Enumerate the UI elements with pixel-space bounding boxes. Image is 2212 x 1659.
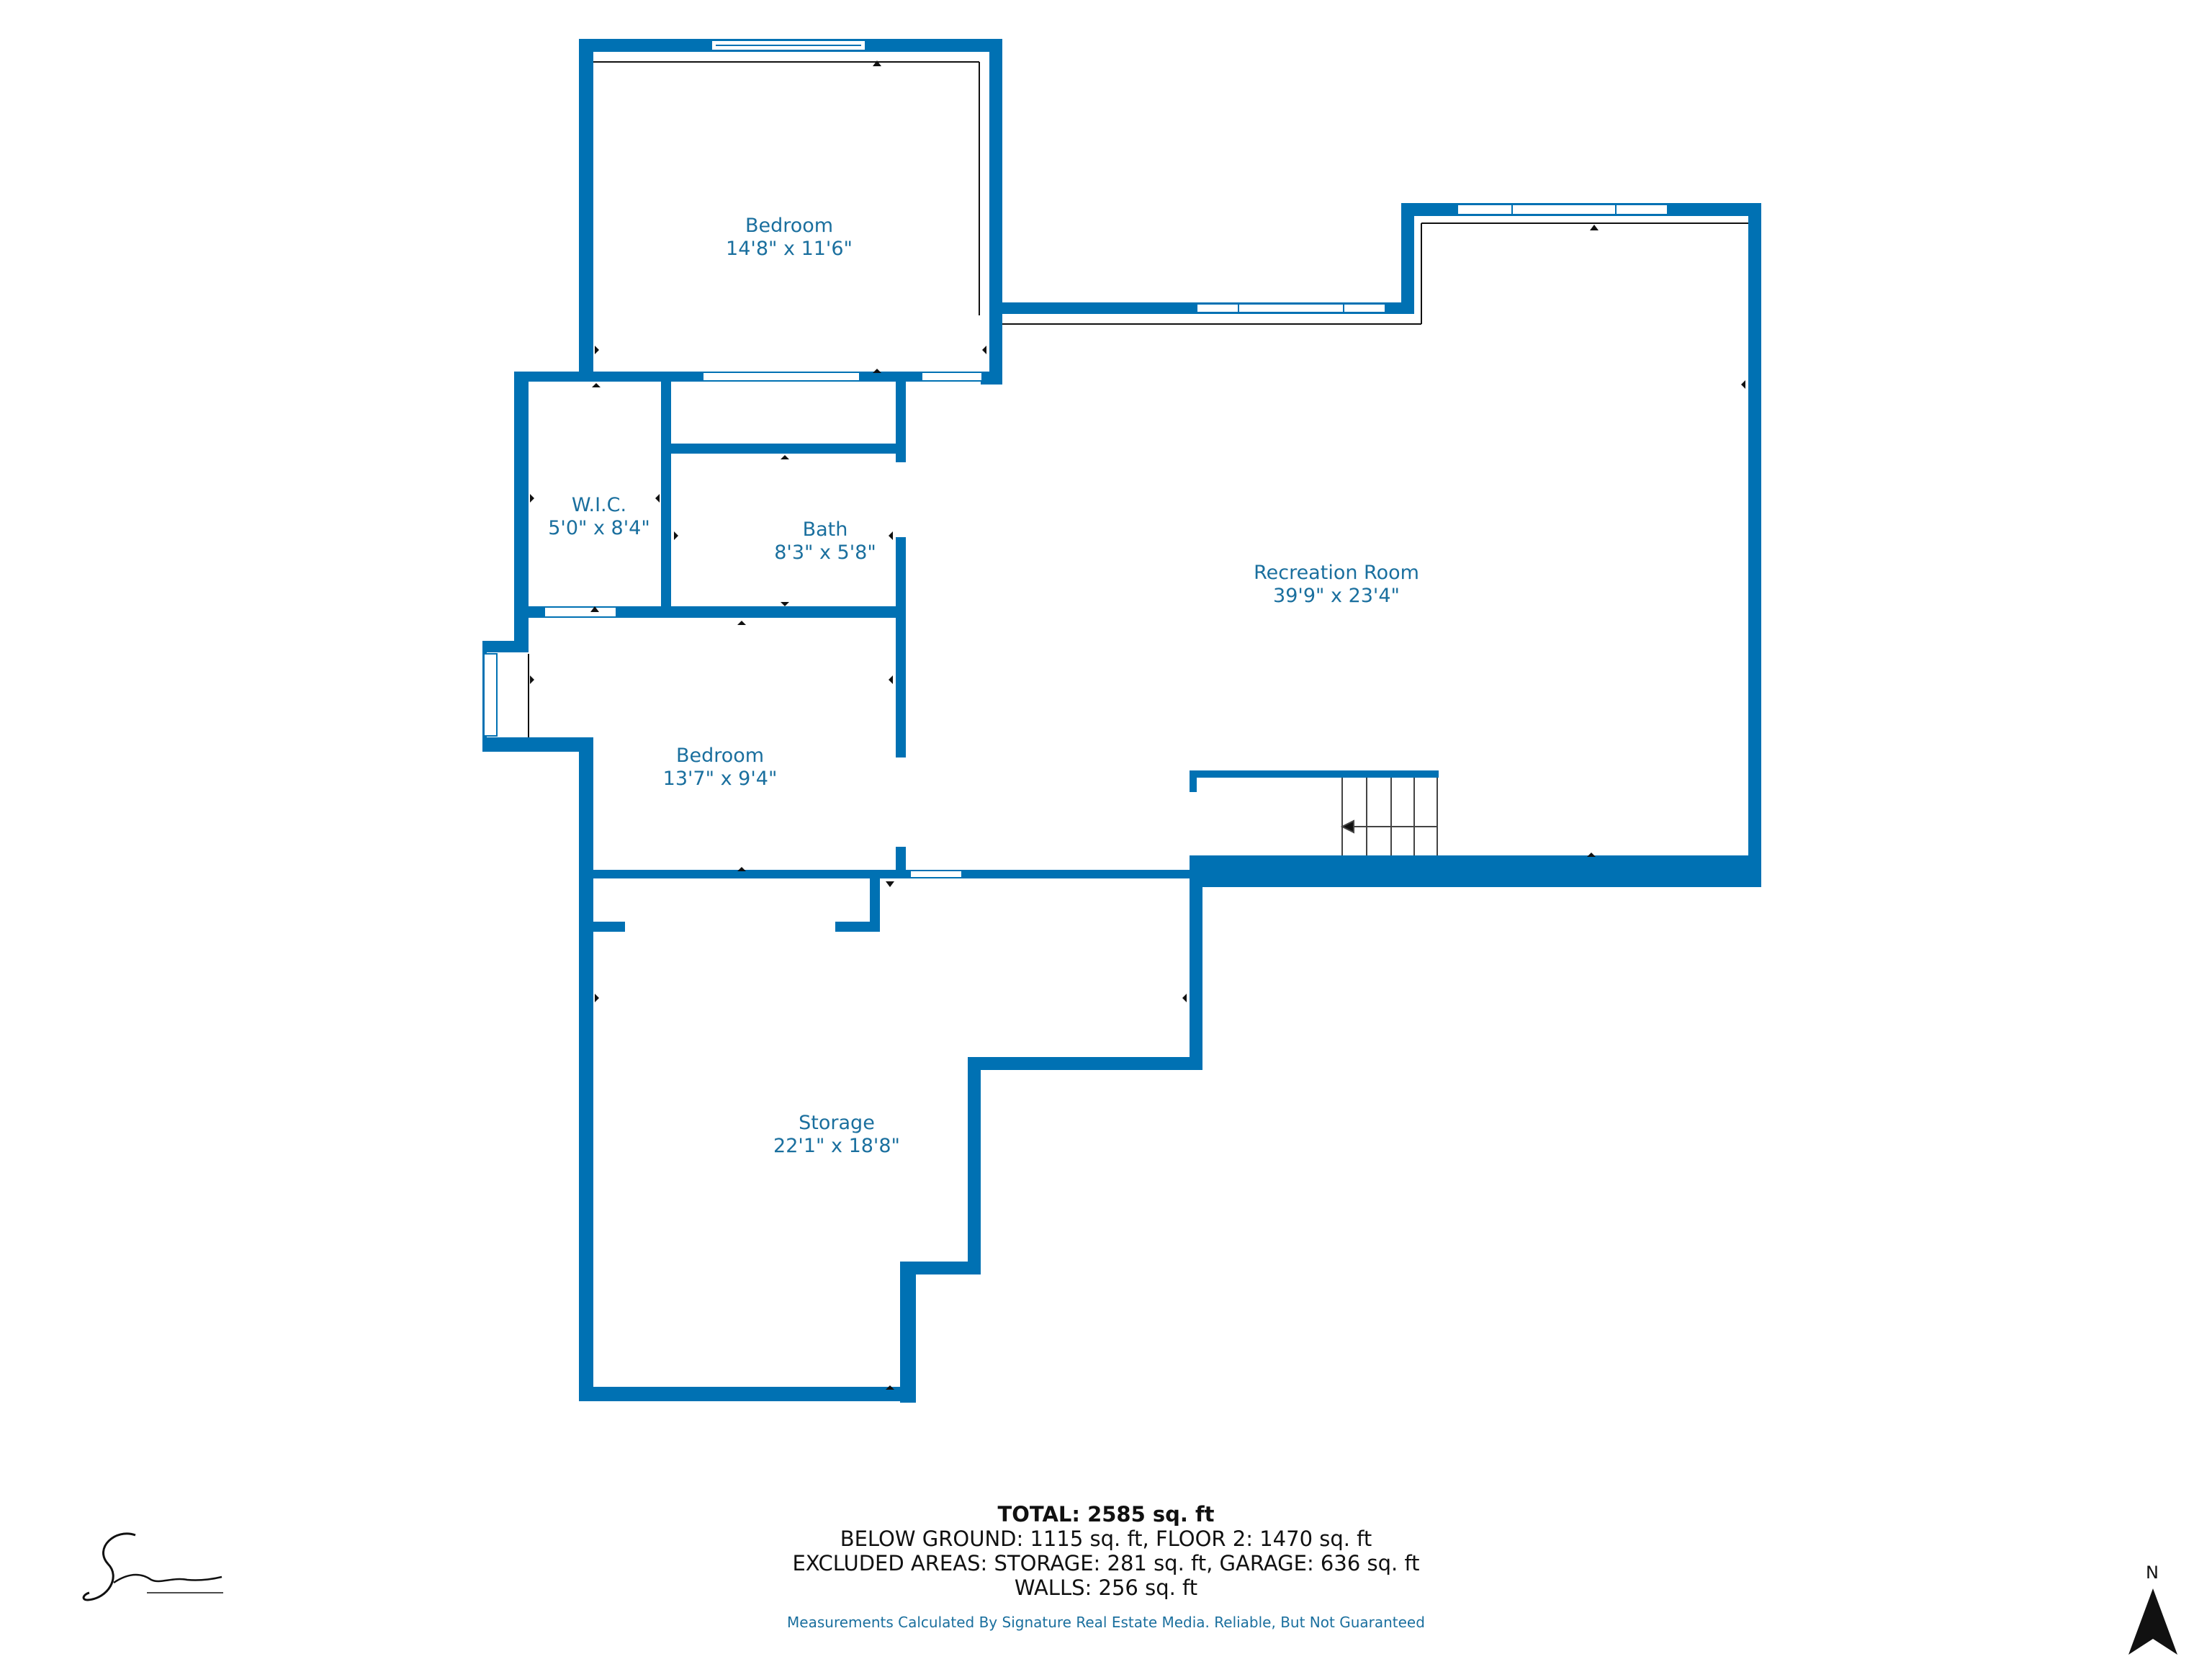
summary-total: TOTAL: 2585 sq. ft — [997, 1502, 1215, 1527]
stairs — [1340, 778, 1438, 855]
room-dims-storage: 22'1" x 18'8" — [773, 1135, 900, 1157]
north-label: N — [2146, 1563, 2159, 1583]
north-arrow-icon — [2128, 1588, 2177, 1655]
room-dims-wic: 5'0" x 8'4" — [548, 517, 650, 539]
room-dims-bath: 8'3" x 5'8" — [774, 541, 876, 564]
room-labels: Bedroom 14'8" x 11'6" W.I.C. 5'0" x 8'4"… — [548, 215, 1419, 1157]
walls — [482, 39, 1761, 1403]
room-name-storage: Storage — [799, 1112, 875, 1134]
room-dims-bedroom-top: 14'8" x 11'6" — [726, 238, 853, 260]
disclaimer: Measurements Calculated By Signature Rea… — [787, 1614, 1425, 1631]
windows — [483, 40, 1668, 878]
room-name-bath: Bath — [803, 518, 848, 541]
thin-walls — [528, 61, 1748, 737]
room-name-bedroom-top: Bedroom — [745, 215, 833, 237]
summary-excluded: EXCLUDED AREAS: STORAGE: 281 sq. ft, GAR… — [792, 1551, 1420, 1575]
room-dims-bedroom-mid: 13'7" x 9'4" — [663, 768, 778, 790]
room-name-recreation: Recreation Room — [1254, 562, 1419, 584]
room-name-bedroom-mid: Bedroom — [676, 745, 764, 767]
signature-logo — [79, 1527, 230, 1613]
door-markers — [530, 60, 1745, 1390]
summary-areas: BELOW GROUND: 1115 sq. ft, FLOOR 2: 1470… — [840, 1527, 1372, 1551]
room-name-wic: W.I.C. — [572, 494, 626, 516]
summary-walls: WALLS: 256 sq. ft — [1014, 1575, 1198, 1600]
room-dims-recreation: 39'9" x 23'4" — [1273, 585, 1400, 607]
